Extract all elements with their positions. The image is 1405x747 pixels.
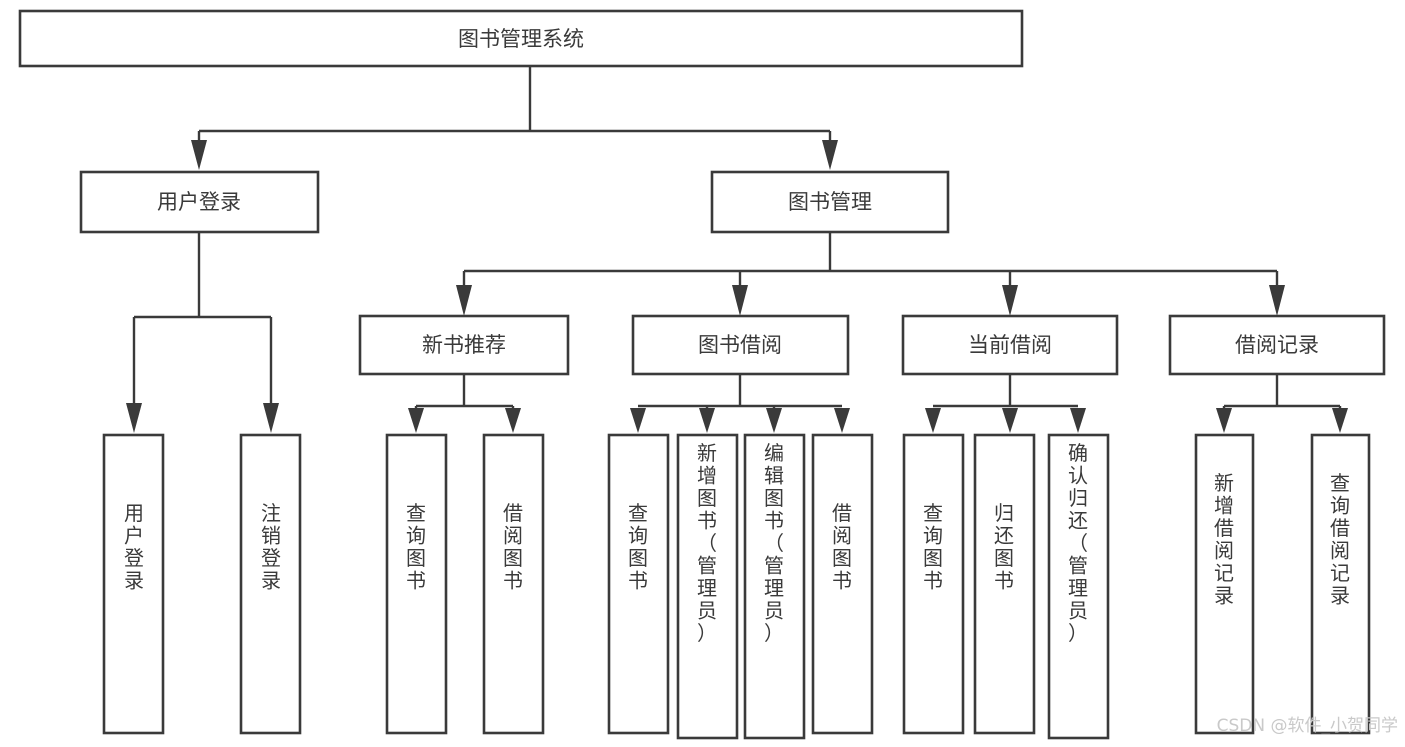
node-book-admin[interactable]: 图书管理	[710, 170, 950, 234]
arrow-userlogin-leaf-1	[126, 403, 142, 433]
connector-layer	[126, 66, 1348, 433]
node-leaf-cur-query-box[interactable]	[902, 433, 965, 735]
node-book-admin-box[interactable]	[710, 170, 950, 234]
node-leaf-rec-add-box[interactable]	[1194, 433, 1255, 735]
arrow-bookborrow-leaf-1	[630, 408, 646, 433]
node-borrow-record-label: 借阅记录	[1235, 333, 1319, 357]
node-leaf-cur-return-box[interactable]	[973, 433, 1036, 735]
arrow-root-to-user-login	[191, 140, 207, 170]
node-leaf-borrow-add-box[interactable]	[676, 433, 739, 740]
arrow-newbook-leaf-1	[408, 408, 424, 433]
arrow-root-to-book-admin	[822, 140, 838, 170]
arrow-bookadmin-to-bookborrow	[732, 285, 748, 316]
node-user-login-label: 用户登录	[157, 190, 241, 214]
node-leaf-borrow-edit-label: 编辑图书（管理员）	[764, 441, 784, 645]
node-leaf-cur-return[interactable]: 归还图书	[973, 433, 1036, 735]
arrow-userlogin-leaf-2	[263, 403, 279, 433]
node-leaf-borrow-add-label: 新增图书（管理员）	[697, 441, 717, 645]
arrow-currentborrow-leaf-1	[925, 408, 941, 433]
node-leaf-borrow-do-box[interactable]	[811, 433, 874, 735]
node-current-borrow[interactable]: 当前借阅	[901, 314, 1119, 376]
node-leaf-user-logout-box[interactable]	[239, 433, 302, 735]
node-new-book-rec-box[interactable]	[358, 314, 570, 376]
arrow-bookadmin-to-borrowrecord	[1269, 285, 1285, 316]
node-new-book-rec-label: 新书推荐	[422, 333, 506, 357]
arrow-currentborrow-leaf-3	[1070, 408, 1086, 433]
node-user-login[interactable]: 用户登录	[79, 170, 320, 234]
node-leaf-borrow-edit[interactable]: 编辑图书（管理员）	[743, 433, 806, 740]
node-leaf-borrow-edit-box[interactable]	[743, 433, 806, 740]
node-leaf-user-logout[interactable]: 注销登录	[239, 433, 302, 735]
arrow-bookborrow-leaf-3	[766, 408, 782, 433]
arrow-bookborrow-leaf-2	[699, 408, 715, 433]
node-leaf-cur-confirm-box[interactable]	[1047, 433, 1110, 740]
node-leaf-user-login[interactable]: 用户登录	[102, 433, 165, 735]
node-leaf-user-login-box[interactable]	[102, 433, 165, 735]
node-borrow-record[interactable]: 借阅记录	[1168, 314, 1386, 376]
node-leaf-rec-add-label: 新增借阅记录	[1214, 471, 1234, 608]
node-root-box[interactable]	[18, 9, 1024, 68]
node-leaf-cur-confirm-label: 确认归还（管理员）	[1068, 441, 1088, 645]
node-new-book-rec[interactable]: 新书推荐	[358, 314, 570, 376]
node-leaf-rec-query-box[interactable]	[385, 433, 448, 735]
arrow-currentborrow-leaf-2	[1002, 408, 1018, 433]
node-current-borrow-label: 当前借阅	[968, 333, 1052, 357]
node-leaf-rec-borrow[interactable]: 借阅图书	[482, 433, 545, 735]
arrow-borrowrecord-leaf-2	[1332, 408, 1348, 433]
node-leaf-rec-search-box[interactable]	[1310, 433, 1371, 735]
node-leaf-borrow-query[interactable]: 查询图书	[607, 433, 670, 735]
node-leaf-cur-query-label: 查询图书	[923, 501, 943, 593]
node-leaf-rec-search-label: 查询借阅记录	[1330, 471, 1350, 608]
node-book-admin-label: 图书管理	[788, 190, 872, 214]
node-leaf-rec-query-label: 查询图书	[406, 501, 426, 593]
node-leaf-borrow-do[interactable]: 借阅图书	[811, 433, 874, 735]
node-leaf-borrow-query-label: 查询图书	[628, 501, 648, 593]
node-root-label: 图书管理系统	[458, 27, 584, 51]
node-leaf-user-logout-label: 注销登录	[261, 501, 281, 593]
csdn-watermark: CSDN @软件_小贺同学	[1217, 716, 1398, 736]
node-leaf-rec-add[interactable]: 新增借阅记录	[1194, 433, 1255, 735]
node-leaf-rec-borrow-box[interactable]	[482, 433, 545, 735]
node-leaf-cur-return-label: 归还图书	[994, 501, 1014, 593]
node-current-borrow-box[interactable]	[901, 314, 1119, 376]
node-leaf-rec-search[interactable]: 查询借阅记录	[1310, 433, 1371, 735]
node-book-borrow-label: 图书借阅	[698, 333, 782, 357]
arrow-newbook-leaf-2	[505, 408, 521, 433]
node-borrow-record-box[interactable]	[1168, 314, 1386, 376]
node-book-borrow-box[interactable]	[631, 314, 850, 376]
arrow-borrowrecord-leaf-1	[1216, 408, 1232, 433]
node-user-login-box[interactable]	[79, 170, 320, 234]
node-leaf-user-login-label: 用户登录	[124, 501, 144, 593]
node-leaf-rec-borrow-label: 借阅图书	[503, 501, 523, 593]
node-root[interactable]: 图书管理系统	[18, 9, 1024, 68]
node-leaf-borrow-add[interactable]: 新增图书（管理员）	[676, 433, 739, 740]
node-book-borrow[interactable]: 图书借阅	[631, 314, 850, 376]
node-leaf-borrow-do-label: 借阅图书	[832, 501, 852, 593]
arrow-bookadmin-to-currentborrow	[1002, 285, 1018, 316]
node-leaf-borrow-query-box[interactable]	[607, 433, 670, 735]
arrow-bookadmin-to-newbook	[456, 285, 472, 316]
node-leaf-rec-query[interactable]: 查询图书	[385, 433, 448, 735]
node-leaf-cur-confirm[interactable]: 确认归还（管理员）	[1047, 433, 1110, 740]
arrow-bookborrow-leaf-4	[834, 408, 850, 433]
node-leaf-cur-query[interactable]: 查询图书	[902, 433, 965, 735]
